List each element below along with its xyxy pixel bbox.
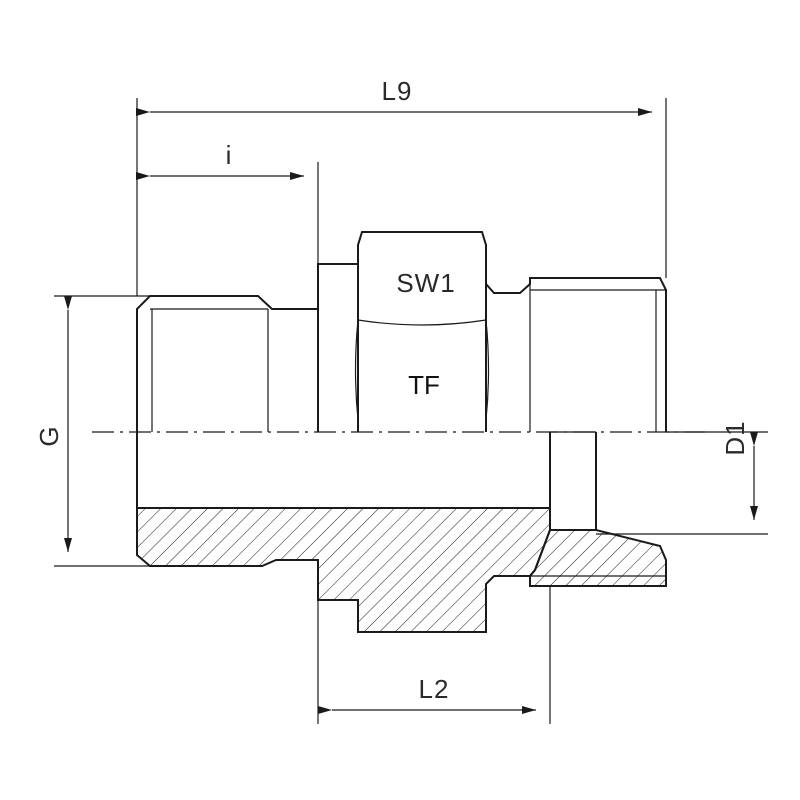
hex-flat-curve-left	[354, 319, 359, 421]
left-thread-outline	[136, 295, 318, 432]
hex-outline	[357, 231, 487, 432]
hex-flat-curve-right	[485, 319, 490, 421]
collar-outline	[317, 263, 358, 432]
dimension-i: i	[136, 140, 319, 264]
l9-label: L9	[382, 76, 413, 106]
section-view	[136, 431, 667, 633]
right-neck-outline	[485, 277, 667, 432]
dimension-l2: L2	[317, 586, 551, 724]
tf-marking: TF	[408, 370, 440, 400]
hex-flat-line	[357, 319, 487, 326]
section-hatch-right	[529, 529, 667, 587]
dimension-g: G	[34, 295, 150, 567]
g-label: G	[34, 425, 64, 446]
sw1-label: SW1	[396, 268, 455, 298]
section-hatch-main	[136, 507, 551, 633]
dimension-d1: D1	[596, 420, 768, 535]
l2-label: L2	[419, 674, 450, 704]
outer-view	[136, 231, 667, 432]
i-label: i	[226, 140, 233, 170]
bore-outline	[136, 432, 551, 509]
dimension-l9: L9	[136, 76, 667, 296]
d1-label: D1	[720, 420, 750, 455]
